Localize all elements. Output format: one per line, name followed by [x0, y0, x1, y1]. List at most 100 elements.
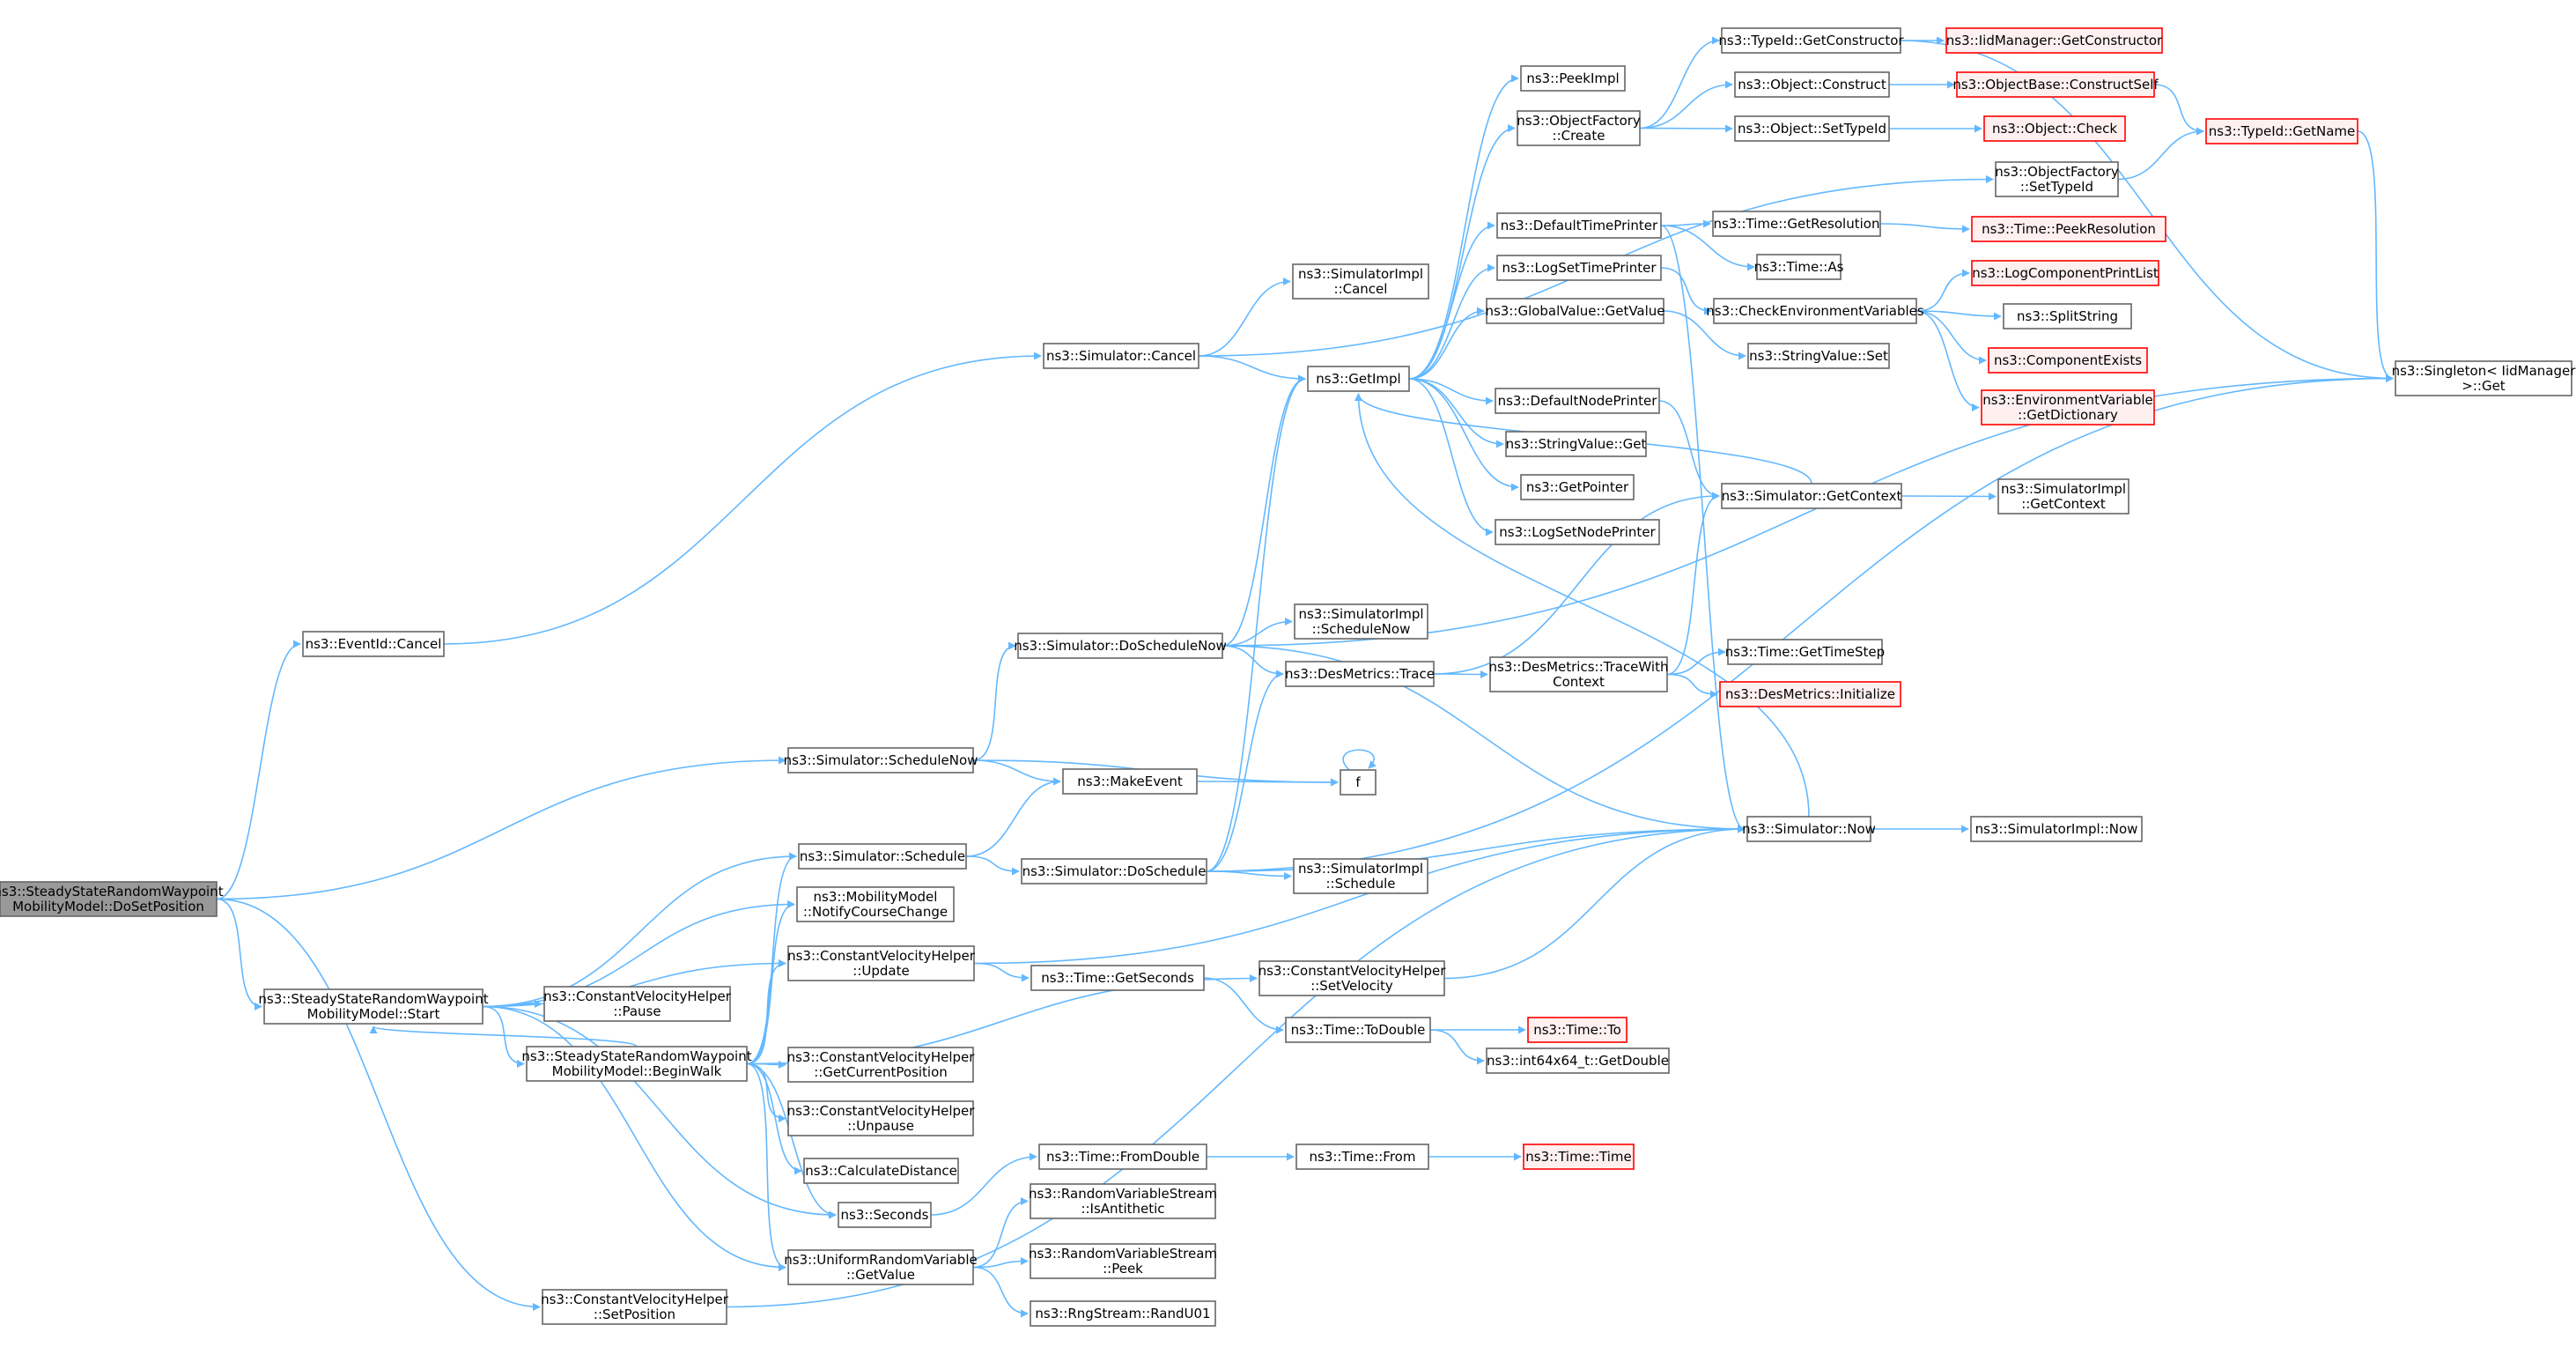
node-objfactory-create[interactable]: ns3::ObjectFactory::Create [1517, 110, 1641, 146]
node-label: ns3::Object::Check [1992, 121, 2117, 137]
node-f[interactable]: f [1340, 769, 1377, 796]
node-stringvalue-get[interactable]: ns3::StringValue::Get [1505, 431, 1647, 457]
node-time-to[interactable]: ns3::Time::To [1527, 1017, 1628, 1043]
node-simimpl-cancel[interactable]: ns3::SimulatorImpl::Cancel [1292, 263, 1429, 300]
node-logcomponentprintlist[interactable]: ns3::LogComponentPrintList [1971, 260, 2159, 286]
node-logsetnodeprinter[interactable]: ns3::LogSetNodePrinter [1495, 519, 1660, 545]
node-simimpl-schedule[interactable]: ns3::SimulatorImpl::Schedule [1293, 858, 1428, 894]
node-label: ns3::Simulator::DoSchedule [1022, 863, 1207, 879]
edge-typeid_getname-to-singleton_get [2357, 130, 2394, 382]
node-seconds[interactable]: ns3::Seconds [838, 1202, 932, 1228]
node-time-todouble[interactable]: ns3::Time::ToDouble [1285, 1017, 1431, 1043]
node-desmetrics-trace[interactable]: ns3::DesMetrics::Trace [1285, 661, 1435, 687]
node-sim-cancel[interactable]: ns3::Simulator::Cancel [1043, 343, 1199, 369]
node-simimpl-now[interactable]: ns3::SimulatorImpl::Now [1970, 816, 2143, 842]
node-time-fromdouble[interactable]: ns3::Time::FromDouble [1038, 1144, 1207, 1170]
node-cvh-update[interactable]: ns3::ConstantVelocityHelper::Update [787, 945, 976, 981]
node-sim-doschedule[interactable]: ns3::Simulator::DoSchedule [1021, 858, 1207, 885]
node-object-check[interactable]: ns3::Object::Check [1983, 115, 2126, 142]
node-objfactory-settypeid[interactable]: ns3::ObjectFactory::SetTypeId [1995, 161, 2119, 197]
node-label: ns3::LogComponentPrintList [1972, 265, 2159, 281]
node-label: ::ScheduleNow [1312, 621, 1411, 637]
node-iidmanager-getconstructor[interactable]: ns3::IidManager::GetConstructor [1945, 27, 2163, 54]
node-label: ns3::DesMetrics::Trace [1285, 666, 1435, 682]
node-ssrw-beginwalk[interactable]: ns3::SteadyStateRandomWaypointMobilityMo… [521, 1046, 752, 1082]
node-cvh-getcurrentposition[interactable]: ns3::ConstantVelocityHelper::GetCurrentP… [787, 1047, 976, 1083]
node-time-from[interactable]: ns3::Time::From [1295, 1144, 1429, 1170]
node-globalvalue-getvalue[interactable]: ns3::GlobalValue::GetValue [1485, 298, 1665, 324]
node-eventid-cancel[interactable]: ns3::EventId::Cancel [302, 631, 445, 657]
node-root[interactable]: ns3::SteadyStateRandomWaypointMobilityMo… [0, 881, 224, 917]
node-label: ns3::ObjectBase::ConstructSelf [1952, 77, 2159, 93]
node-ssrw-start[interactable]: ns3::SteadyStateRandomWaypointMobilityMo… [258, 988, 489, 1025]
node-typeid-getname[interactable]: ns3::TypeId::GetName [2205, 118, 2358, 144]
node-int64x64-getdouble[interactable]: ns3::int64x64_t::GetDouble [1486, 1047, 1670, 1074]
node-box [1486, 298, 1664, 324]
node-sim-schedulenow[interactable]: ns3::Simulator::ScheduleNow [784, 747, 978, 774]
node-cvh-setvelocity[interactable]: ns3::ConstantVelocityHelper::SetVelocity [1258, 960, 1447, 996]
node-peekimpl[interactable]: ns3::PeekImpl [1520, 65, 1626, 92]
node-componentexists[interactable]: ns3::ComponentExists [1988, 347, 2148, 374]
node-sim-doschedulenow[interactable]: ns3::Simulator::DoScheduleNow [1014, 633, 1227, 659]
node-time-time[interactable]: ns3::Time::Time [1523, 1144, 1635, 1170]
node-getpointer[interactable]: ns3::GetPointer [1520, 474, 1635, 500]
node-rvs-peek[interactable]: ns3::RandomVariableStream::Peek [1029, 1243, 1217, 1279]
node-object-settypeid[interactable]: ns3::Object::SetTypeId [1734, 115, 1890, 142]
node-rngstream-randu01[interactable]: ns3::RngStream::RandU01 [1030, 1300, 1216, 1327]
node-label: ns3::Time::ToDouble [1291, 1022, 1426, 1038]
node-label: ns3::Simulator::Now [1742, 821, 1876, 837]
edge-sim_schedulenow-to-sim_doschedulenow [972, 641, 1016, 761]
node-rvs-isantithetic[interactable]: ns3::RandomVariableStream::IsAntithetic [1029, 1183, 1217, 1219]
node-stringvalue-set[interactable]: ns3::StringValue::Set [1747, 343, 1890, 369]
node-object-construct[interactable]: ns3::Object::Construct [1734, 71, 1890, 98]
node-box [1945, 27, 2163, 54]
node-label: MobilityModel::DoSetPosition [12, 899, 204, 914]
node-makeevent[interactable]: ns3::MakeEvent [1062, 768, 1198, 795]
node-label: ::Schedule [1325, 876, 1395, 892]
node-sim-schedule[interactable]: ns3::Simulator::Schedule [798, 843, 967, 870]
node-splitstring[interactable]: ns3::SplitString [2003, 303, 2132, 329]
edge-sim_doschedule-to-sim_now [1206, 825, 1746, 872]
node-defaultnodeprinter[interactable]: ns3::DefaultNodePrinter [1495, 388, 1660, 414]
edge-getimpl-to-stringvalue_get [1408, 378, 1504, 448]
node-envvar-getdictionary[interactable]: ns3::EnvironmentVariable::GetDictionary [1981, 389, 2155, 426]
edge-cvh_update-to-time_getseconds [973, 962, 1030, 982]
node-label: ::Update [853, 963, 909, 979]
edge-sim_doschedulenow-to-singleton_get [1222, 374, 2394, 647]
node-uniform-getvalue[interactable]: ns3::UniformRandomVariable::GetValue [784, 1249, 978, 1285]
node-box [1523, 1144, 1635, 1170]
node-time-getresolution[interactable]: ns3::Time::GetResolution [1712, 211, 1881, 237]
edge-defaulttimeprinter-to-time_as [1660, 225, 1755, 271]
node-mobility-notify[interactable]: ns3::MobilityModel::NotifyCourseChange [796, 886, 955, 922]
node-box [798, 843, 967, 870]
node-defaulttimeprinter[interactable]: ns3::DefaultTimePrinter [1496, 212, 1662, 239]
node-label: ns3::SimulatorImpl [1298, 606, 1423, 622]
node-time-as[interactable]: ns3::Time::As [1754, 254, 1844, 280]
node-label: ::GetContext [2021, 496, 2106, 512]
node-time-gettimestep[interactable]: ns3::Time::GetTimeStep [1725, 639, 1885, 665]
node-getimpl[interactable]: ns3::GetImpl [1307, 366, 1410, 392]
node-cvh-unpause[interactable]: ns3::ConstantVelocityHelper::Unpause [787, 1100, 976, 1136]
node-sim-getcontext[interactable]: ns3::Simulator::GetContext [1721, 483, 1902, 509]
node-label: ::SetTypeId [2020, 179, 2093, 195]
node-label: ns3::Simulator::Schedule [800, 848, 965, 864]
node-objectbase-constructself[interactable]: ns3::ObjectBase::ConstructSelf [1952, 71, 2159, 98]
node-box [1030, 1243, 1216, 1279]
node-sim-now[interactable]: ns3::Simulator::Now [1742, 816, 1876, 842]
node-simimpl-getcontext[interactable]: ns3::SimulatorImpl::GetContext [1997, 478, 2129, 514]
edge-getimpl-to-globalvalue_getvalue [1408, 307, 1485, 380]
node-logsettimeprinter[interactable]: ns3::LogSetTimePrinter [1496, 255, 1662, 281]
node-simimpl-schedulenow[interactable]: ns3::SimulatorImpl::ScheduleNow [1294, 603, 1428, 640]
node-checkenv[interactable]: ns3::CheckEnvironmentVariables [1706, 298, 1924, 324]
node-cvh-setposition[interactable]: ns3::ConstantVelocityHelper::SetPosition [541, 1289, 729, 1325]
node-label: ::IsAntithetic [1081, 1201, 1164, 1217]
node-singleton-get[interactable]: ns3::Singleton< IidManager >::Get [2392, 360, 2576, 396]
node-desmetrics-initialize[interactable]: ns3::DesMetrics::Initialize [1719, 681, 1901, 707]
node-typeid-getconstructor[interactable]: ns3::TypeId::GetConstructor [1718, 27, 1904, 54]
node-label: ns3::SimulatorImpl::Now [1975, 821, 2138, 837]
node-calculatedistance[interactable]: ns3::CalculateDistance [803, 1158, 959, 1184]
node-time-getseconds[interactable]: ns3::Time::GetSeconds [1030, 965, 1205, 991]
node-cvh-pause[interactable]: ns3::ConstantVelocityHelper::Pause [543, 986, 732, 1022]
node-time-peekresolution[interactable]: ns3::Time::PeekResolution [1971, 216, 2166, 242]
